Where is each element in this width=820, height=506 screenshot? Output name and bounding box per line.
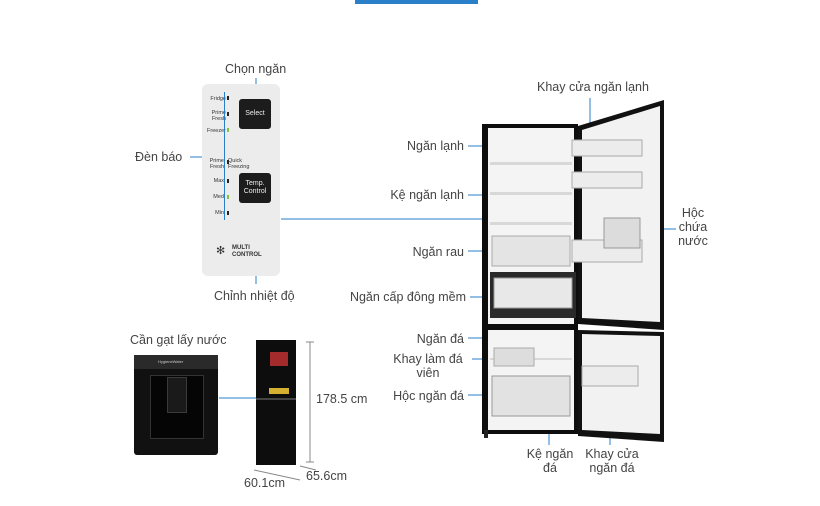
label-ngan-lanh: Ngăn lạnh <box>407 139 464 153</box>
label-hoc-ngan-da: Hộc ngăn đá <box>393 389 464 403</box>
water-dispenser-illustration: HygieneWater <box>134 355 218 455</box>
dimension-width: 60.1cm <box>244 476 285 490</box>
mini-refrigerator-illustration <box>256 340 296 465</box>
control-panel: Fridge Prime Fresh Freezer Prime Fresh Q… <box>202 84 280 276</box>
label-ngan-rau: Ngăn rau <box>412 245 464 259</box>
panel-max-label: Max <box>213 178 224 184</box>
select-button[interactable]: Select <box>239 99 271 129</box>
indicator-light-freezer <box>227 128 229 132</box>
label-den-bao: Đèn báo <box>135 150 183 164</box>
label-ke-ngan-da: Kệ ngăn đá <box>526 447 574 475</box>
indicator-light-prime <box>227 112 229 116</box>
dispenser-lever <box>167 377 187 413</box>
label-chinh-nhiet-do: Chỉnh nhiệt độ <box>214 289 295 303</box>
label-hoc-chua-nuoc: Hộc chứa nước <box>678 206 708 248</box>
temp-control-button[interactable]: Temp. Control <box>239 173 271 203</box>
indicator-light-fridge <box>227 96 229 100</box>
indicator-bracket <box>224 92 225 220</box>
label-ngan-da: Ngăn đá <box>416 332 464 346</box>
indicator-light-min <box>227 211 229 215</box>
label-khay-cua-ngan-lanh: Khay cửa ngăn lạnh <box>537 80 649 94</box>
indicator-light-max <box>227 179 229 183</box>
label-chon-ngan: Chọn ngăn <box>225 62 287 76</box>
panel-freezer-label: Freezer <box>207 128 226 134</box>
panel-min-label: Min <box>215 210 224 216</box>
panel-prime-fresh-quick-label: Prime Fresh <box>209 158 224 170</box>
active-tab-indicator[interactable] <box>355 0 478 4</box>
multi-control-logo: MULTI CONTROL <box>232 245 262 258</box>
dimension-depth: 65.6cm <box>306 469 347 483</box>
label-khay-lam-da-vien: Khay làm đá viên <box>393 352 463 380</box>
indicator-light-med <box>227 195 229 199</box>
panel-fridge-label: Fridge <box>210 96 226 102</box>
dispenser-brand: HygieneWater <box>158 359 184 364</box>
refrigerator-illustration <box>482 100 664 442</box>
snowflake-icon: ✻ <box>216 245 226 257</box>
panel-quick-freezing-label: Quick Freezing <box>228 158 250 170</box>
indicator-light-quick <box>227 160 229 164</box>
dimension-height: 178.5 cm <box>316 392 368 406</box>
label-ngan-cap-dong-mem: Ngăn cấp đông mềm <box>349 290 466 304</box>
label-ke-ngan-lanh: Kệ ngăn lạnh <box>390 188 464 202</box>
panel-med-label: Med <box>213 194 224 200</box>
label-khay-cua-ngan-da: Khay cửa ngăn đá <box>585 447 639 475</box>
panel-prime-fresh-label: Prime Fresh <box>211 110 226 122</box>
label-can-gat: Cần gạt lấy nước <box>130 333 227 347</box>
